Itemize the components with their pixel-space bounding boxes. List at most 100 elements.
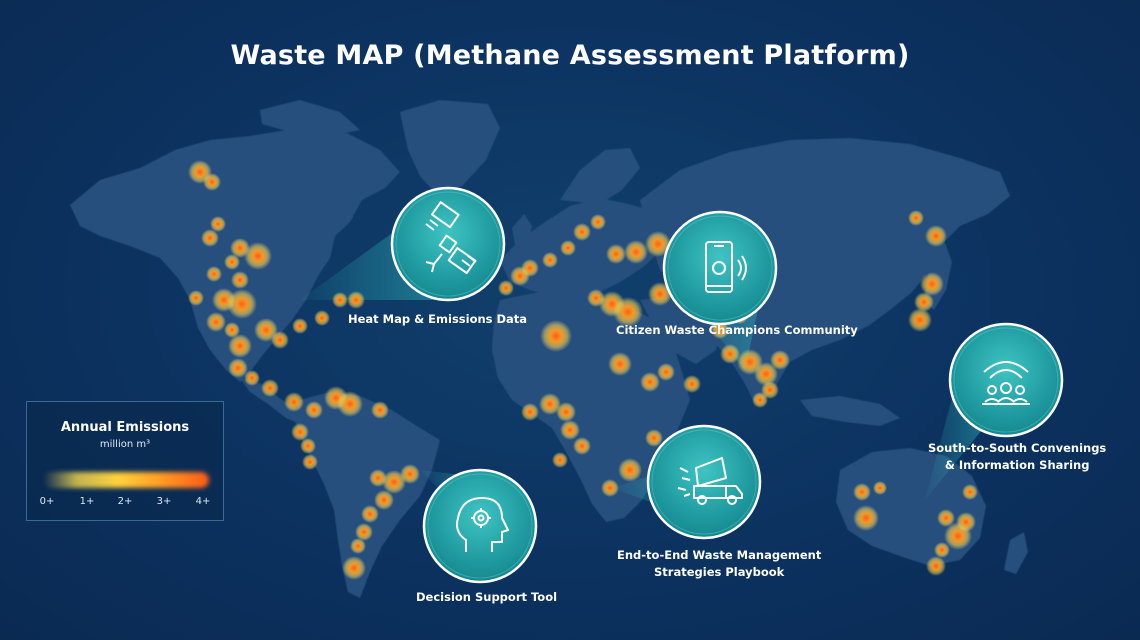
emission-hotspot — [498, 280, 514, 296]
emission-hotspot — [640, 372, 660, 392]
emission-hotspot — [908, 210, 924, 226]
emission-hotspot — [224, 254, 240, 270]
legend-tick: 4+ — [195, 496, 211, 507]
smartphone-icon — [705, 241, 747, 293]
emission-hotspot — [937, 509, 955, 527]
feature-label-heatmap: Heat Map & Emissions Data — [348, 311, 527, 328]
emission-hotspot — [374, 490, 394, 510]
emission-hotspot — [244, 242, 272, 270]
new-zealand — [1004, 532, 1028, 574]
emission-hotspot — [556, 402, 576, 422]
legend-tick: 0+ — [39, 496, 55, 507]
emission-hotspot — [552, 452, 568, 468]
emission-hotspot — [210, 216, 226, 232]
emissions-legend: Annual Emissions million m³ 0+ 1+ 2+ 3+ … — [26, 401, 224, 521]
satellite-icon — [425, 201, 477, 275]
emission-hotspot — [542, 252, 558, 268]
emission-hotspot — [302, 454, 318, 470]
feature-circle-community — [948, 322, 1064, 438]
emission-hotspot — [350, 538, 366, 554]
emission-hotspot — [355, 523, 373, 541]
emission-hotspot — [284, 392, 304, 412]
emission-hotspot — [271, 331, 289, 349]
europe — [500, 198, 665, 298]
feature-circles — [390, 186, 1064, 584]
feature-label-line: Strategies Playbook — [654, 565, 785, 579]
emission-hotspot — [590, 214, 606, 230]
emission-hotspot — [934, 542, 950, 558]
emission-hotspot — [206, 266, 222, 282]
emission-hotspot — [361, 505, 379, 523]
feature-label-line: Heat Map & Emissions Data — [348, 312, 528, 326]
emission-hotspot — [752, 392, 768, 408]
emission-hotspot — [618, 458, 642, 482]
emission-hotspot — [956, 512, 976, 532]
south-america — [294, 392, 440, 598]
emission-hotspot — [228, 334, 252, 358]
legend-subtitle: million m³ — [99, 439, 151, 450]
emission-hotspot — [188, 290, 204, 306]
feature-label-decision: Decision Support Tool — [416, 589, 557, 606]
emission-hotspot — [521, 259, 539, 277]
emission-hotspot — [400, 464, 420, 484]
emission-hotspot — [853, 505, 879, 531]
emission-hotspot — [314, 310, 330, 326]
emission-hotspot — [853, 483, 871, 501]
emission-hotspot — [601, 479, 619, 497]
emission-hotspot — [608, 352, 632, 376]
emission-hotspot — [371, 401, 389, 419]
page-title: Waste MAP (Methane Assessment Platform) — [230, 40, 910, 71]
emission-hotspot — [292, 318, 308, 334]
scandinavia — [560, 148, 640, 204]
emission-hotspot — [560, 240, 576, 256]
british-isles — [512, 214, 532, 250]
emission-hotspot — [914, 292, 934, 312]
emission-hotspot — [645, 429, 663, 447]
feature-circle-head — [422, 468, 538, 584]
feature-circle-truck — [646, 424, 762, 540]
emission-hotspot — [613, 297, 643, 327]
emission-hotspot — [770, 350, 790, 370]
legend-tick: 2+ — [117, 496, 133, 507]
emission-hotspot — [291, 423, 309, 441]
emission-hotspot — [244, 370, 260, 386]
feature-label-line: South-to-South Convenings — [928, 441, 1107, 455]
emission-hotspot — [337, 391, 363, 417]
feature-label-line: End-to-End Waste Management — [617, 548, 822, 562]
garbage-truck-icon — [677, 457, 743, 505]
emission-hotspot — [342, 556, 366, 580]
emission-hotspot — [962, 484, 978, 500]
feature-label-citizen: Citizen Waste Champions Community — [616, 322, 858, 339]
emission-hotspot — [231, 271, 249, 289]
emission-hotspot — [648, 282, 672, 306]
emission-hotspot — [206, 312, 226, 332]
southeast-asia-islands — [800, 396, 900, 426]
feature-label-south: South-to-South Convenings & Information … — [928, 440, 1106, 474]
emission-hotspot — [540, 320, 572, 352]
feature-label-line: Citizen Waste Champions Community — [616, 323, 858, 337]
emission-hotspot — [754, 362, 778, 386]
arctic-islands — [260, 100, 360, 136]
feature-circle-satellite — [390, 186, 506, 302]
emission-hotspot — [228, 358, 248, 378]
legend-gradient-bar — [43, 472, 209, 488]
emission-hotspot — [683, 375, 701, 393]
emission-hotspot — [657, 363, 675, 381]
feature-label-line: & Information Sharing — [944, 458, 1090, 472]
feature-label-line: Decision Support Tool — [416, 590, 558, 604]
emission-hotspot — [926, 556, 946, 576]
emission-hotspot — [305, 401, 323, 419]
emission-hotspot — [224, 322, 240, 338]
community-broadcast-icon — [982, 361, 1030, 405]
emission-hotspot — [227, 289, 257, 319]
emission-hotspot — [720, 344, 740, 364]
emission-hotspot — [521, 403, 539, 421]
emission-hotspot — [873, 481, 887, 495]
emission-hotspot — [925, 225, 947, 247]
emission-hotspot — [645, 231, 671, 257]
feature-circle-phone — [662, 210, 778, 326]
emission-hotspot — [300, 438, 316, 454]
legend-title: Annual Emissions — [60, 420, 190, 435]
